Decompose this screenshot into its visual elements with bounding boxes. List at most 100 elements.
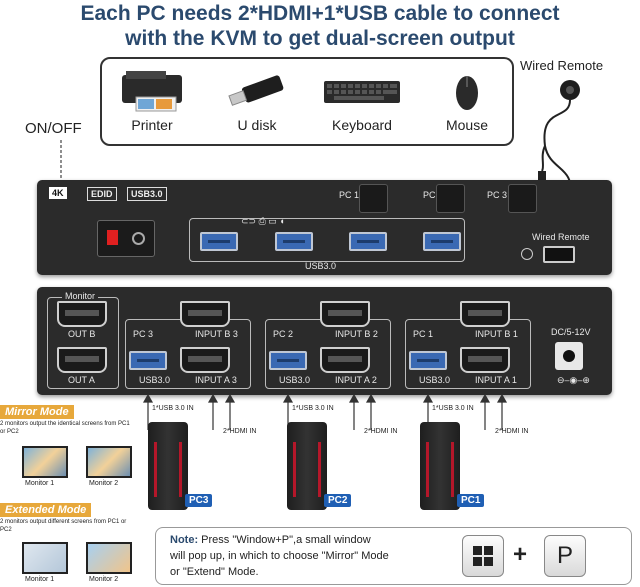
pc1-button[interactable] xyxy=(359,184,388,213)
out-b-label: OUT B xyxy=(68,329,96,339)
accessory-label: U disk xyxy=(237,117,277,133)
windows-logo-icon xyxy=(473,546,493,566)
remote-symbol-icon xyxy=(521,248,533,260)
pc2-usb-cable-label: 1*USB 3.0 IN xyxy=(292,405,334,412)
pc3-port-label: PC 3 xyxy=(133,329,154,339)
extended-monitor-2 xyxy=(86,542,132,574)
hdmi-input-a1[interactable] xyxy=(460,347,510,373)
pc3-button-label: PC 3 xyxy=(487,190,508,200)
dc-label: DC/5-12V xyxy=(551,327,591,337)
accessory-label: Keyboard xyxy=(332,117,392,133)
printer-icon xyxy=(122,71,182,112)
note-prefix: Note: xyxy=(170,534,199,546)
pc3-usb-cable-label: 1*USB 3.0 IN xyxy=(152,405,194,412)
mirror-mode-badge: Mirror Mode xyxy=(0,405,74,419)
usb-pc2-port[interactable] xyxy=(269,351,307,370)
monitor-label: Monitor xyxy=(62,291,99,301)
accessory-label: Printer xyxy=(131,117,173,133)
input-b3-label: INPUT B 3 xyxy=(195,329,238,339)
input-a2-label: INPUT A 2 xyxy=(335,375,377,385)
wired-remote-port-label: Wired Remote xyxy=(532,232,590,242)
mirror-monitor-1 xyxy=(22,446,68,478)
accessory-label: Mouse xyxy=(445,117,489,133)
dc-jack[interactable] xyxy=(555,342,583,370)
hdmi-input-b3[interactable] xyxy=(180,301,230,327)
pc3-button[interactable] xyxy=(508,184,537,213)
hdmi-input-b2[interactable] xyxy=(320,301,370,327)
usb-pc1-label: USB3.0 xyxy=(419,375,451,385)
pc3-label: PC3 xyxy=(185,494,213,507)
front-usb-port-1[interactable] xyxy=(200,232,238,251)
pc3-tower xyxy=(148,422,188,510)
extended-mode-badge: Extended Mode xyxy=(0,503,92,517)
pc1-port-label: PC 1 xyxy=(413,329,434,339)
pc3-hdmi-cable-label: 2*HDMI IN xyxy=(223,428,257,435)
kvm-front-panel: 4K EDID USB3.0 ⊂⊃ ⎙ ▭ ◖ USB3.0 PC 1 PC 2… xyxy=(37,180,612,275)
hdmi-input-a2[interactable] xyxy=(320,347,370,373)
badge-edid: EDID xyxy=(87,187,117,201)
usb-pc3-port[interactable] xyxy=(129,351,167,370)
note-line3: or "Extend" Mode. xyxy=(170,566,259,578)
pc1-label: PC1 xyxy=(457,494,485,507)
hdmi-input-b1[interactable] xyxy=(460,301,510,327)
pc1-hdmi-cable-label: 2*HDMI IN xyxy=(495,428,529,435)
accessory-udisk: U disk xyxy=(212,59,302,144)
pc2-label: PC2 xyxy=(324,494,352,507)
mouse-icon xyxy=(456,76,478,110)
power-switch-off-mark xyxy=(132,232,145,245)
extended-monitor-2-label: Monitor 2 xyxy=(89,576,119,583)
wired-remote-port[interactable] xyxy=(543,246,575,263)
accessory-keyboard: Keyboard xyxy=(317,59,407,144)
front-usb-label: USB3.0 xyxy=(305,261,337,271)
pc1-usb-cable-label: 1*USB 3.0 IN xyxy=(432,405,474,412)
input-b1-label: INPUT B 1 xyxy=(475,329,518,339)
front-usb-port-3[interactable] xyxy=(349,232,387,251)
power-switch[interactable] xyxy=(97,220,155,257)
hdmi-out-b[interactable] xyxy=(57,301,107,327)
power-switch-indicator xyxy=(107,230,118,245)
pc1-tower xyxy=(420,422,460,510)
kvm-back-panel: Monitor OUT B OUT A PC 3 INPUT B 3 USB3.… xyxy=(37,287,612,395)
dc-jack-hole xyxy=(563,350,575,362)
mirror-mode-desc: 2 monitors output the identical screens … xyxy=(0,421,130,435)
hdmi-input-a3[interactable] xyxy=(180,347,230,373)
pc2-port-label: PC 2 xyxy=(273,329,294,339)
plus-sign: + xyxy=(513,541,528,568)
pc2-tower xyxy=(287,422,327,510)
windows-key xyxy=(462,535,504,577)
keyboard-icon xyxy=(324,81,400,103)
usb-pc3-label: USB3.0 xyxy=(139,375,171,385)
pc1-button-label: PC 1 xyxy=(339,190,360,200)
dc-polarity-icon: ⊖–◉–⊕ xyxy=(557,375,590,385)
mirror-monitor-2-label: Monitor 2 xyxy=(89,480,119,487)
note-box: Note: Press "Window+P",a small window wi… xyxy=(155,527,632,585)
input-a3-label: INPUT A 3 xyxy=(195,375,237,385)
note-text: Note: Press "Window+P",a small window wi… xyxy=(170,532,470,580)
badge-usb3: USB3.0 xyxy=(127,187,167,201)
accessory-mouse: Mouse xyxy=(422,59,512,144)
pc2-button-label: PC 2 xyxy=(423,190,444,200)
wired-remote-title: Wired Remote xyxy=(520,58,604,73)
extended-monitor-1-label: Monitor 1 xyxy=(25,576,55,583)
extended-mode-desc: 2 monitors output different screens from… xyxy=(0,519,127,533)
usb-pc2-label: USB3.0 xyxy=(279,375,311,385)
front-usb-port-2[interactable] xyxy=(275,232,313,251)
pc2-hdmi-cable-label: 2*HDMI IN xyxy=(364,428,398,435)
badge-4k: 4K xyxy=(49,187,67,199)
mirror-monitor-1-label: Monitor 1 xyxy=(25,480,55,487)
usb-drive-icon xyxy=(228,75,284,106)
accessory-printer: Printer xyxy=(107,59,197,144)
input-a1-label: INPUT A 1 xyxy=(475,375,517,385)
usb-pc1-port[interactable] xyxy=(409,351,447,370)
accessories-box: Printer U disk Keyboard Mouse xyxy=(100,57,514,146)
front-usb-port-4[interactable] xyxy=(423,232,461,251)
on-off-label: ON/OFF xyxy=(25,120,82,137)
front-usb-icons: ⊂⊃ ⎙ ▭ ◖ xyxy=(241,216,285,226)
hdmi-out-a[interactable] xyxy=(57,347,107,373)
input-b2-label: INPUT B 2 xyxy=(335,329,378,339)
out-a-label: OUT A xyxy=(68,375,95,385)
front-usb-group xyxy=(189,218,465,262)
pc2-button[interactable] xyxy=(436,184,465,213)
note-line2: will pop up, in which to choose "Mirror"… xyxy=(170,550,389,562)
note-line1: Press "Window+P",a small window xyxy=(198,534,371,546)
